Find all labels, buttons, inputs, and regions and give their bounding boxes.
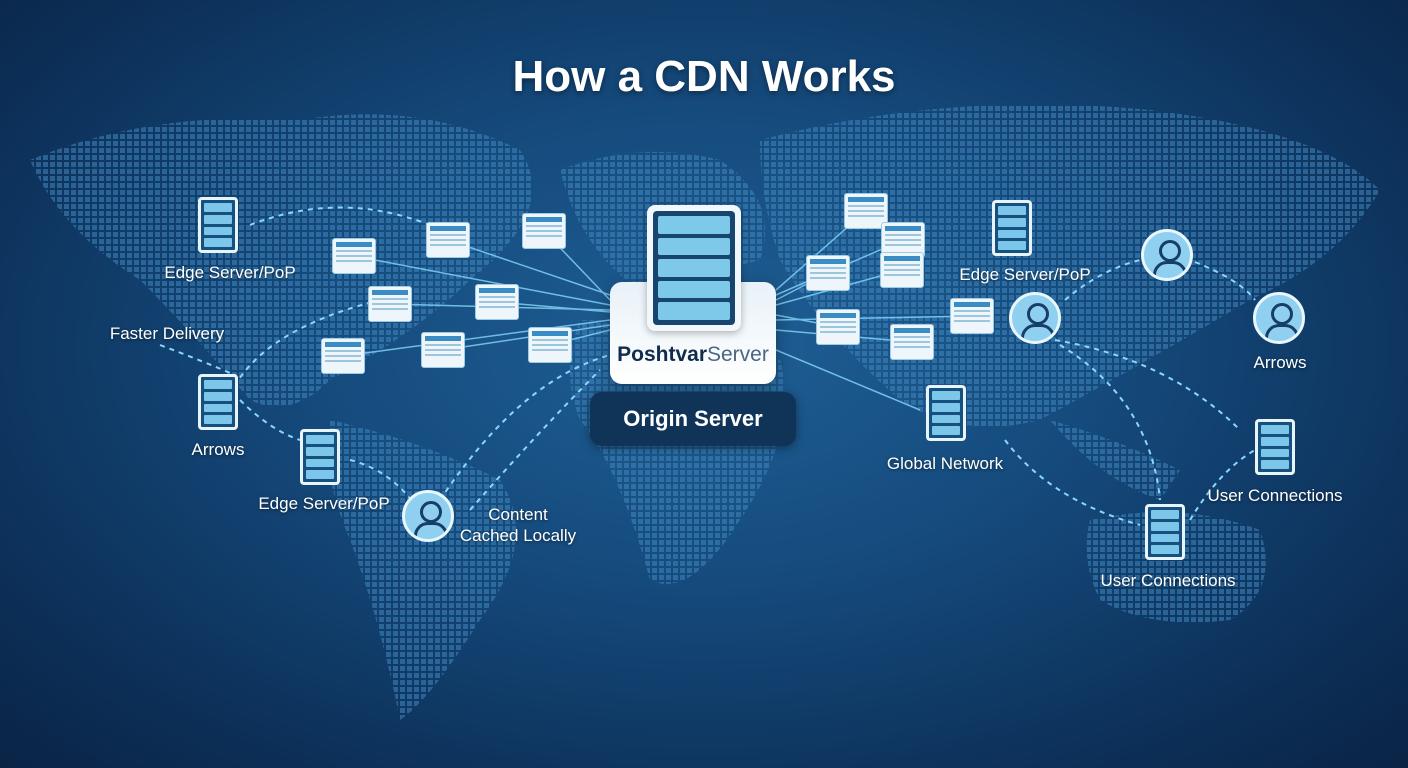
user-icon	[1253, 292, 1305, 344]
content-card	[321, 338, 365, 374]
edge-server-icon	[1145, 504, 1185, 560]
content-card	[426, 222, 470, 258]
origin-server-icon	[647, 205, 741, 331]
origin-server-label: Origin Server	[590, 392, 796, 446]
label-user-connections-east: User Connections	[1207, 486, 1343, 505]
content-card	[816, 309, 860, 345]
label-user-connections-southeast: User Connections	[1100, 571, 1236, 590]
brand-secondary: Server	[707, 343, 769, 366]
label-arrows-east: Arrows	[1253, 353, 1307, 372]
content-card	[332, 238, 376, 274]
label-edge-server-ne: Edge Server/PoP	[959, 265, 1091, 284]
label-edge-server-nw: Edge Server/PoP	[164, 263, 296, 282]
content-card	[475, 284, 519, 320]
edge-server-icon	[926, 385, 966, 441]
label-line: Cached Locally	[459, 526, 577, 545]
content-card	[528, 327, 572, 363]
edge-server-icon	[300, 429, 340, 485]
user-icon	[1141, 229, 1193, 281]
content-card	[421, 332, 465, 368]
content-card	[368, 286, 412, 322]
label-arrows-west: Arrows	[191, 440, 245, 459]
edge-server-icon	[198, 374, 238, 430]
user-icon	[1009, 292, 1061, 344]
content-card	[522, 213, 566, 249]
content-card	[950, 298, 994, 334]
content-card	[806, 255, 850, 291]
label-line: Content	[488, 505, 548, 524]
user-icon	[402, 490, 454, 542]
brand-primary: Poshtvar	[617, 343, 707, 366]
label-edge-server-sw: Edge Server/PoP	[258, 494, 390, 513]
edge-server-icon	[992, 200, 1032, 256]
edge-server-icon	[1255, 419, 1295, 475]
page-title: How a CDN Works	[512, 52, 896, 101]
content-card	[890, 324, 934, 360]
label-global-network: Global Network	[886, 454, 1004, 473]
content-card	[880, 252, 924, 288]
label-faster-delivery: Faster Delivery	[109, 324, 225, 343]
edge-server-icon	[198, 197, 238, 253]
origin-brand: PoshtvarServer	[610, 343, 776, 367]
